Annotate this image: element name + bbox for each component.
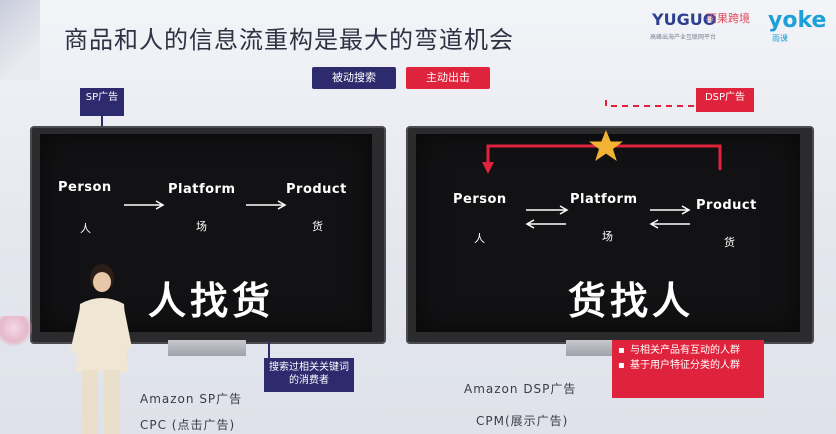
right-node-platform-cn: 场 [602, 230, 613, 243]
left-big-text: 人找货 [148, 279, 275, 323]
dsp-ad-tag: DSP广告 [696, 88, 754, 112]
right-node-platform: Platform [570, 192, 638, 207]
bullet-icon: ▪ [618, 345, 625, 356]
left-monitor-stand [168, 340, 246, 356]
star-icon [589, 130, 623, 161]
yoke-logo-cn: 雨课 [772, 34, 788, 43]
dsp-dashed-line [605, 100, 696, 107]
right-big-text: 货找人 [568, 279, 695, 323]
left-node-platform-cn: 场 [196, 220, 207, 233]
right-caption-2: CPM(展示广告) [476, 414, 569, 428]
left-note-connector [268, 340, 270, 360]
left-note: 搜索过相关关键词的消费者 [264, 358, 354, 392]
right-node-person-cn: 人 [474, 232, 485, 245]
left-caption-1: Amazon SP广告 [140, 392, 243, 406]
right-bidirectional-arrows [525, 205, 691, 229]
right-note-1: ▪ 与相关产品有互动的人群 [618, 345, 740, 356]
sp-ad-tag: SP广告 [80, 88, 124, 116]
right-flow-arrows [482, 100, 722, 174]
tag-active-outreach: 主动出击 [406, 67, 490, 89]
left-node-product-cn: 货 [312, 220, 323, 233]
right-node-person: Person [453, 192, 507, 207]
left-node-platform: Platform [168, 182, 236, 197]
bullet-icon: ▪ [618, 360, 625, 371]
left-node-person-cn: 人 [80, 222, 91, 235]
right-caption-1: Amazon DSP广告 [464, 382, 577, 396]
yuguo-logo-cn: 雨果跨境 [706, 12, 750, 25]
left-flow-arrows [124, 200, 287, 210]
left-caption-2: CPC (点击广告) [140, 418, 236, 432]
left-node-product: Product [286, 182, 347, 197]
right-note-2: ▪ 基于用户特征分类的人群 [618, 360, 740, 371]
presenter [70, 264, 132, 434]
tag-passive-search: 被动搜索 [312, 67, 396, 89]
slide-accent [0, 0, 40, 80]
flower-decoration [0, 316, 34, 346]
right-screen [416, 134, 800, 332]
right-node-product: Product [696, 198, 757, 213]
right-notes-box: ▪ 与相关产品有互动的人群 ▪ 基于用户特征分类的人群 [612, 340, 764, 398]
yuguo-logo: YUGUO [652, 10, 717, 29]
yuguo-tagline: 高峰出海产业互联网平台 [650, 34, 717, 41]
yoke-logo: yoke [768, 8, 827, 33]
slide-title: 商品和人的信息流重构是最大的弯道机会 [64, 26, 514, 54]
left-node-person: Person [58, 180, 112, 195]
right-node-product-cn: 货 [724, 236, 735, 249]
